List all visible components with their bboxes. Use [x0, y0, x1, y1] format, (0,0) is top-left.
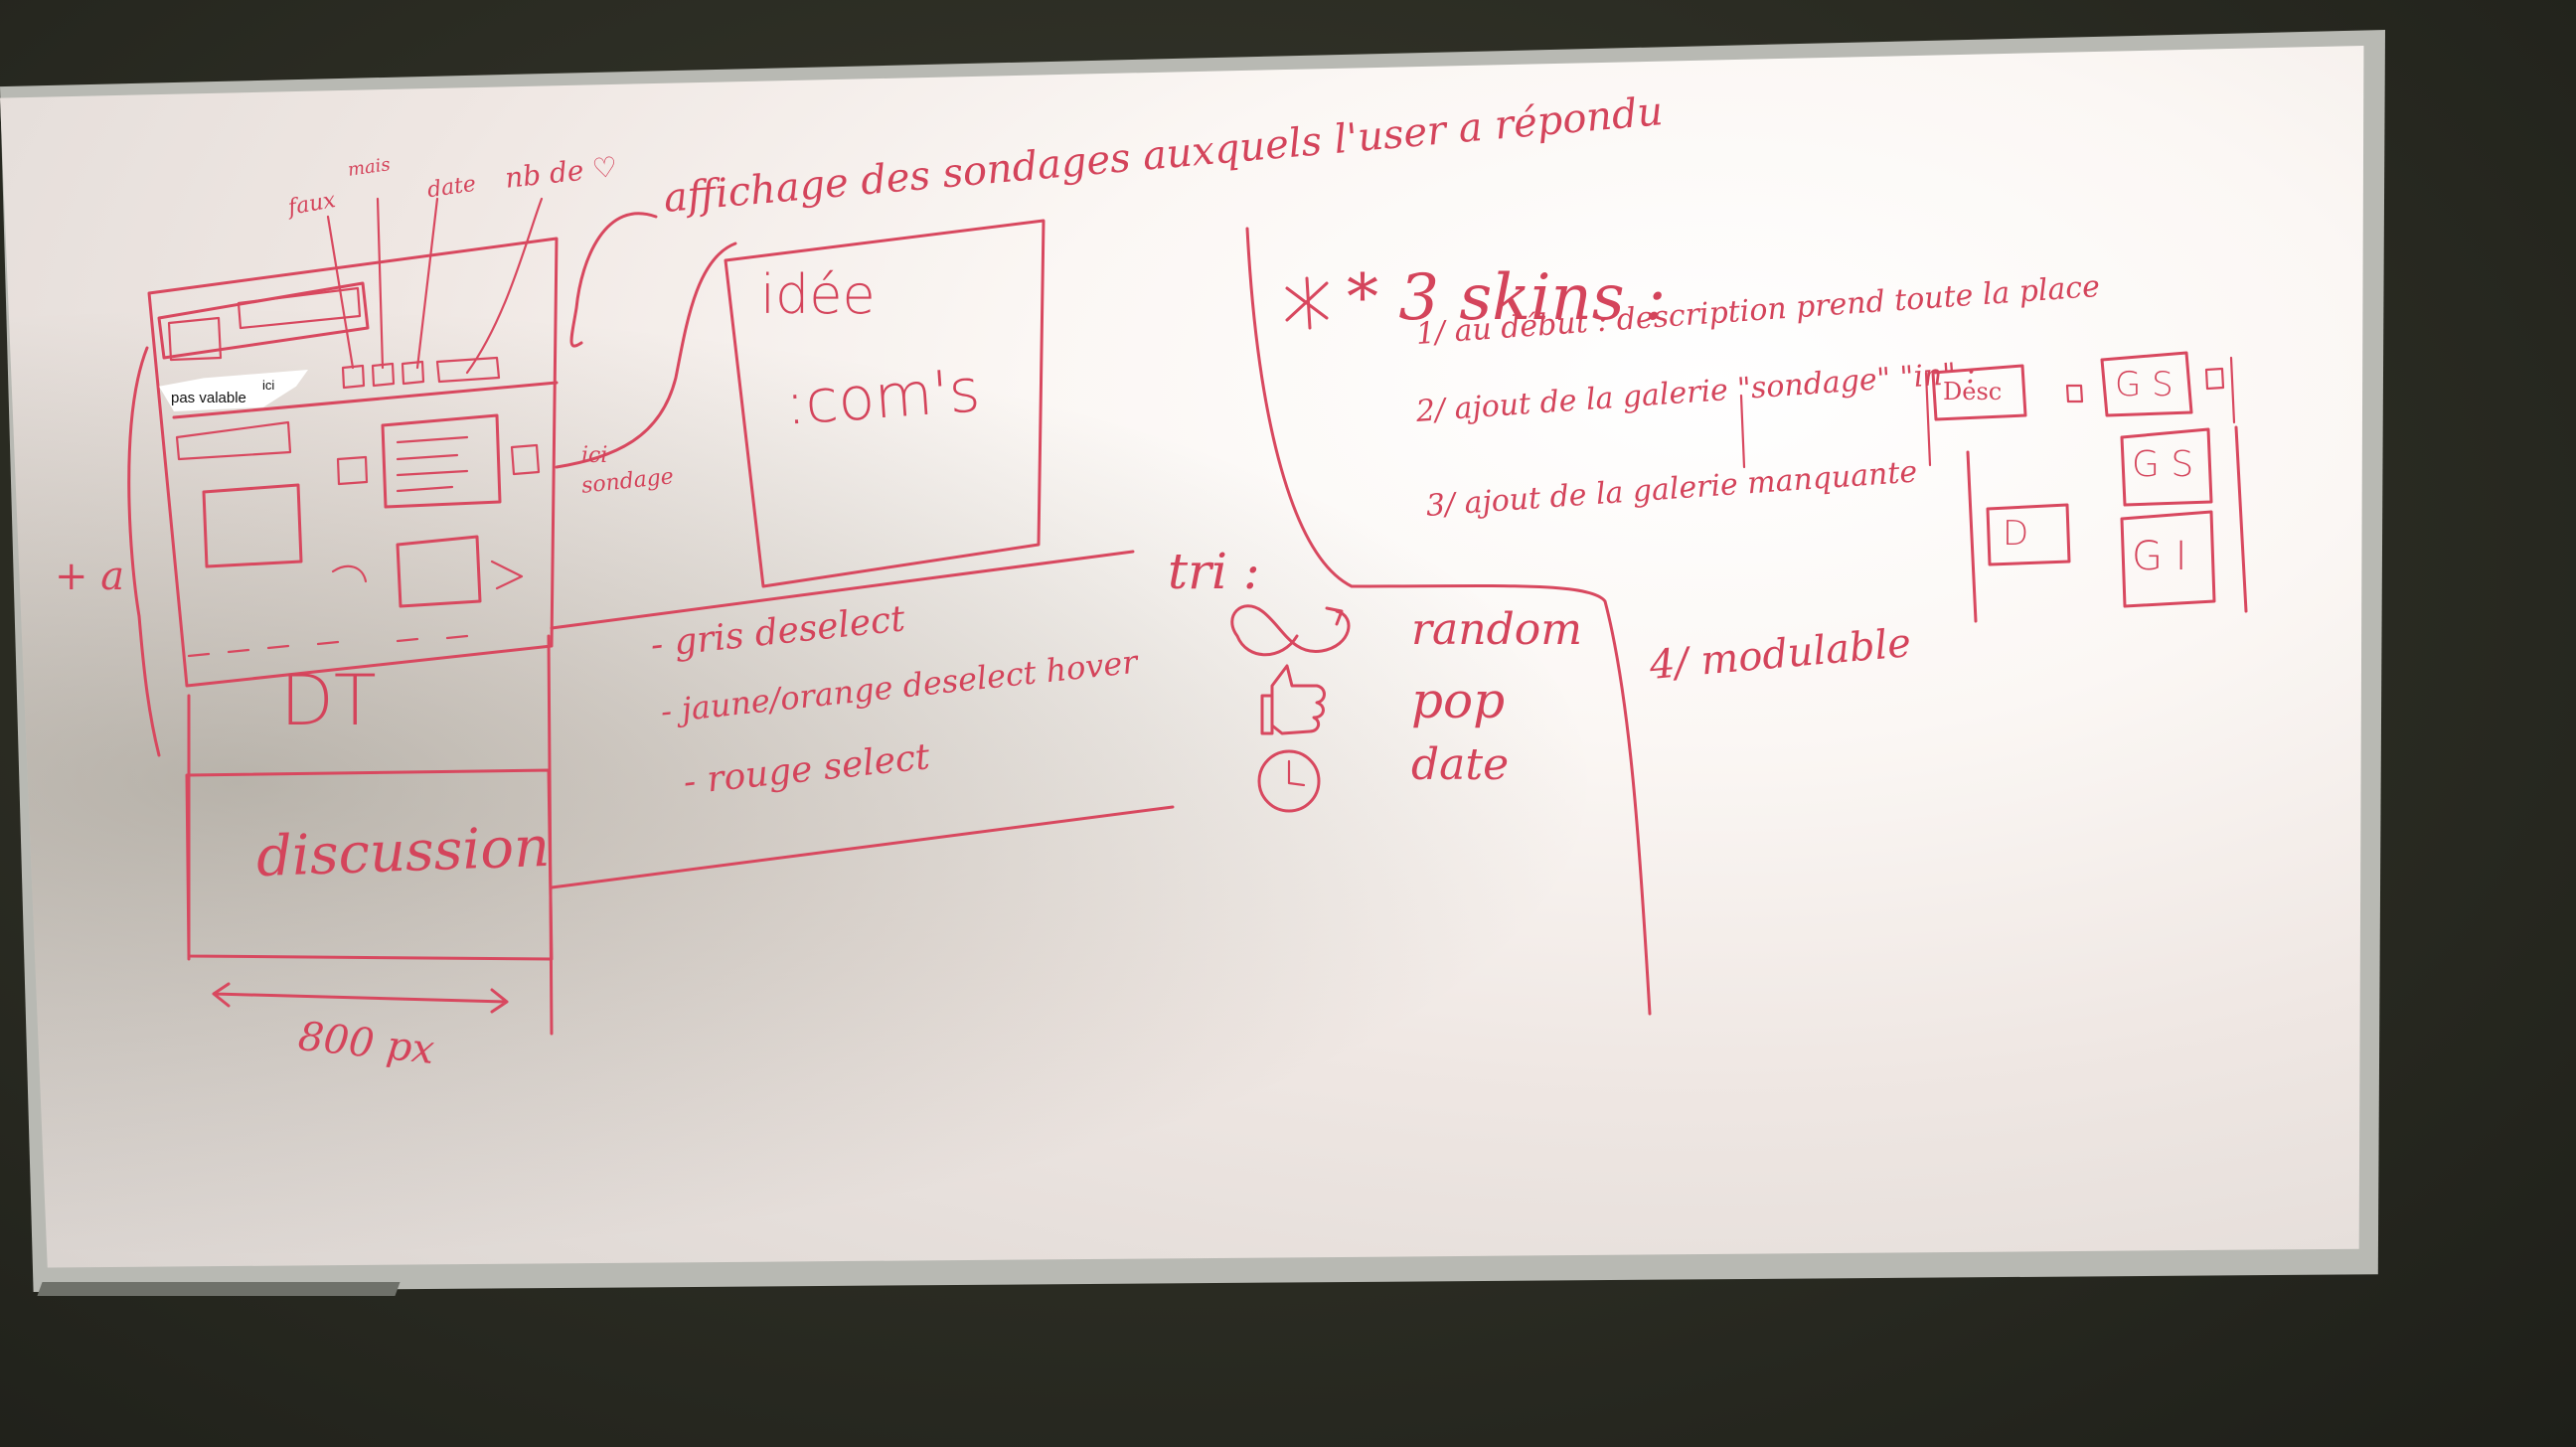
clock-hands — [1287, 759, 1306, 787]
divider-line-1 — [550, 550, 1135, 630]
mockup-small-square-2 — [510, 443, 541, 476]
pointer-line-1 — [326, 215, 355, 370]
step3-gs-label: G S — [2132, 444, 2194, 485]
mockup-form-line-2 — [396, 453, 459, 461]
step3-gi-box — [2120, 510, 2216, 608]
step2-divider — [1739, 394, 1746, 469]
mockup-tab-box — [175, 420, 292, 461]
mockup-thumb-box — [396, 535, 482, 608]
step2-gs-box — [2100, 351, 2193, 417]
connector-s-curve — [555, 241, 737, 469]
mockup-divider-top — [172, 381, 559, 419]
idee-label: idée — [760, 263, 876, 326]
whiteboard-shadow — [0, 46, 2364, 1268]
step3-left-edge — [1966, 450, 1978, 623]
pointer-line-4 — [465, 197, 544, 375]
mockup-left-brace — [127, 346, 161, 757]
idea-box — [724, 219, 1046, 588]
step2-right-edge — [2229, 356, 2236, 424]
clock-icon — [1257, 749, 1321, 813]
mockup-image-box — [202, 483, 303, 568]
width-arrow — [212, 982, 509, 1014]
mockup-right-edge — [547, 634, 554, 1036]
sticker-line-2: ici — [262, 378, 275, 393]
step2-gs-label: G S — [2115, 365, 2174, 404]
mockup-title-box — [237, 286, 362, 330]
whiteboard-surface — [0, 46, 2364, 1268]
thumbs-up-icon — [1260, 664, 1326, 735]
mockup-form-line-1 — [396, 435, 469, 444]
step3-d-box — [1986, 503, 2071, 566]
mockup-thumb-arrow-right — [490, 560, 524, 590]
tri-random: random — [1411, 604, 1582, 655]
tri-title: tri : — [1168, 543, 1260, 600]
mockup-top-bar — [157, 281, 370, 360]
pointer-line-3 — [415, 197, 439, 370]
step2-small-square — [2065, 384, 2084, 403]
step3-gs-box — [2120, 427, 2213, 507]
tri-pop: pop — [1411, 672, 1506, 729]
mockup-small-square-1 — [336, 455, 369, 486]
step2-right-square — [2204, 367, 2225, 391]
skins-title: * 3 skins : — [1347, 261, 1667, 335]
banner-connector — [569, 212, 658, 348]
step2-desc-box — [1931, 364, 2027, 421]
dt-label: DT — [280, 660, 377, 741]
ici-label: ici — [581, 443, 608, 468]
step3-gi-label: G I — [2132, 534, 2187, 579]
step2-desc-label: Desc — [1943, 378, 2003, 405]
big-curve — [1245, 227, 1652, 1016]
step3-right-edge — [2234, 425, 2248, 613]
tri-date: date — [1411, 739, 1510, 790]
mockup-form-box — [381, 413, 502, 509]
mockup-thumb-arrow-left — [331, 564, 368, 583]
mockup-logo-box — [167, 316, 223, 362]
coms-label: :com's — [782, 356, 983, 439]
discussion-label: discussion — [254, 814, 552, 890]
divider-line-2 — [550, 805, 1175, 889]
mockup-dashed-line — [187, 634, 469, 658]
shuffle-icon — [1230, 604, 1351, 657]
sticker-line-1: pas valable — [171, 390, 246, 406]
mockup-form-line-3 — [396, 469, 469, 477]
mockup-icon-row — [341, 356, 501, 390]
mockup-form-line-4 — [396, 485, 454, 493]
step2-desc-divider — [1924, 371, 1932, 467]
step3-d-label: D — [2003, 514, 2029, 554]
pointer-line-2 — [376, 197, 385, 370]
mockup-outer-frame — [147, 237, 559, 688]
left-star-mark: + a — [55, 554, 125, 599]
star-mark — [1285, 276, 1329, 330]
